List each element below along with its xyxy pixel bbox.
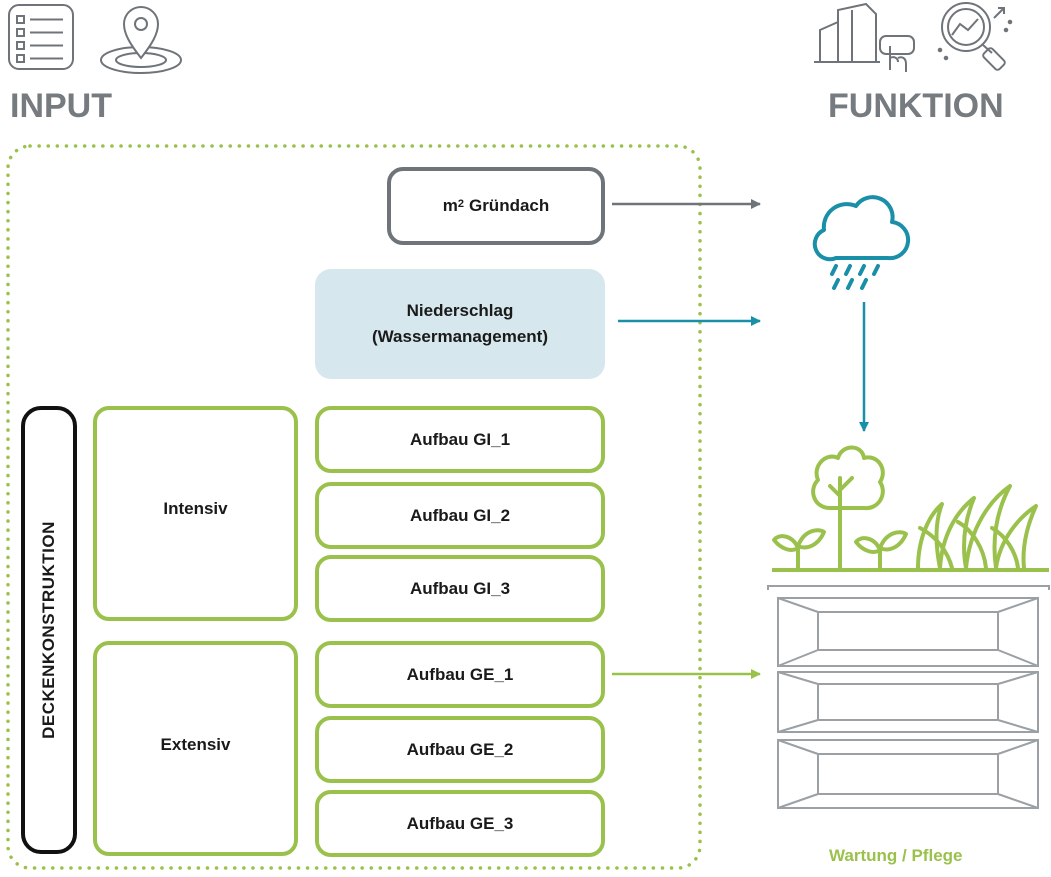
intensiv-label: Intensiv	[163, 498, 228, 518]
extensiv-box: Extensiv	[93, 641, 298, 856]
aufbau-ge-1-label: Aufbau GE_1	[406, 664, 514, 684]
maintenance-caption: Wartung / Pflege	[829, 846, 963, 865]
extensiv-label: Extensiv	[160, 734, 231, 754]
sprout-icon	[772, 528, 908, 570]
location-pin-icon	[100, 6, 182, 74]
roof-layers-icon	[767, 585, 1050, 809]
aufbau-ge-3-box: Aufbau GE_3	[315, 790, 605, 857]
niederschlag-label: Niederschlag	[406, 301, 514, 320]
niederschlag-box: Niederschlag (Wassermanagement)	[315, 269, 605, 379]
aufbau-gi-1-label: Aufbau GI_1	[409, 429, 511, 449]
building-touch-icon	[814, 2, 915, 72]
aufbau-ge-1-box: Aufbau GE_1	[315, 641, 605, 708]
rain-cloud-icon	[812, 195, 911, 290]
analytics-magnifier-icon	[937, 2, 1013, 71]
deckenkonstruktion-label: DECKENKONSTRUKTION	[39, 521, 59, 739]
aufbau-ge-2-box: Aufbau GE_2	[315, 716, 605, 783]
checklist-icon	[8, 4, 74, 70]
aufbau-gi-2-label: Aufbau GI_2	[409, 505, 511, 525]
aufbau-gi-3-box: Aufbau GI_3	[315, 555, 605, 622]
gruendach-label: Gründach	[468, 196, 550, 215]
input-heading: INPUT	[10, 87, 112, 125]
input-frame	[6, 144, 702, 870]
aufbau-ge-3-label: Aufbau GE_3	[406, 813, 514, 833]
aufbau-gi-3-label: Aufbau GI_3	[409, 578, 511, 598]
niederschlag-sublabel: (Wassermanagement)	[371, 327, 549, 346]
aufbau-gi-1-box: Aufbau GI_1	[315, 406, 605, 473]
gruendach-unit: m	[442, 196, 458, 215]
deckenkonstruktion-box: DECKENKONSTRUKTION	[21, 406, 77, 854]
aufbau-gi-2-box: Aufbau GI_2	[315, 482, 605, 549]
intensiv-box: Intensiv	[93, 406, 298, 621]
function-heading: FUNKTION	[828, 87, 1004, 125]
aufbau-ge-2-label: Aufbau GE_2	[406, 739, 514, 759]
tree-icon	[811, 445, 885, 570]
grass-icon	[916, 484, 1038, 570]
